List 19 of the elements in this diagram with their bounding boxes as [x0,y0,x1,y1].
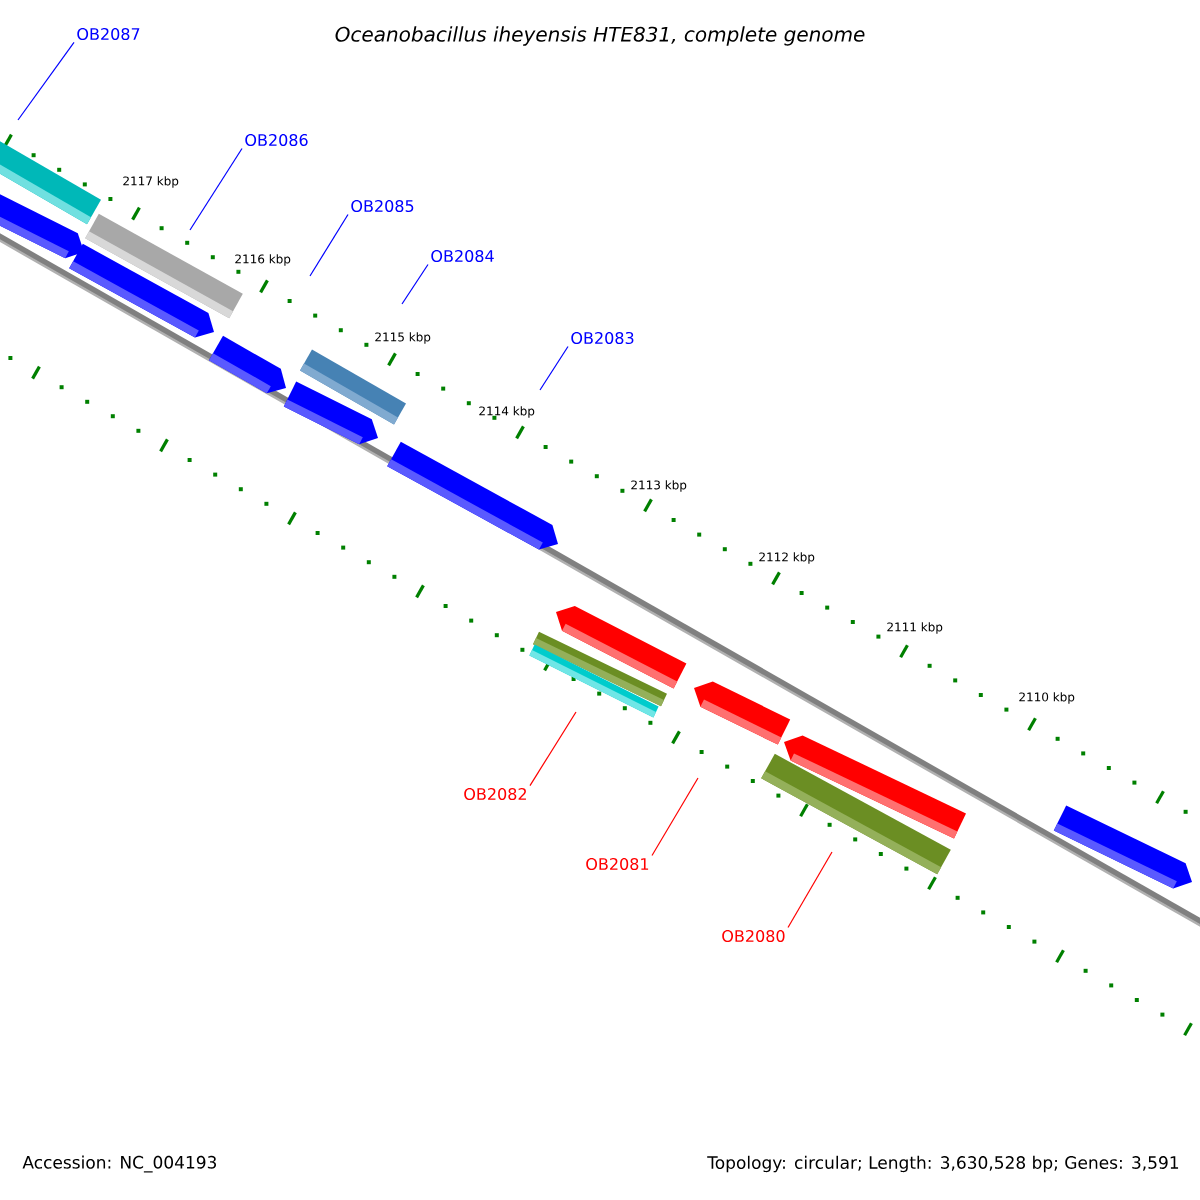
leader-line [529,711,577,787]
gene-label: OB2081 [586,857,649,871]
footer-text: Topology: circular; Length: 3,630,528 bp; Genes: 3,591 [707,1155,1179,1173]
gene-label: OB2087 [77,27,140,41]
footer-text: Accession: NC_004193 [22,1155,216,1173]
gene-label: OB2084 [431,249,494,263]
leader-line [17,41,75,121]
title: Oceanobacillus iheyensis HTE831, complete genome [335,26,865,46]
leader-line [651,777,699,857]
gene-label: OB2086 [245,133,308,147]
leader-line [787,851,833,929]
leader-line [309,213,349,277]
gene-label: OB2082 [464,787,526,801]
gene-label: OB2085 [351,199,414,213]
gene-label: OB2080 [722,929,785,943]
gene-label: OB2083 [571,331,634,345]
leader-line [539,345,569,391]
leader-line [401,263,429,305]
leader-line [189,147,243,231]
